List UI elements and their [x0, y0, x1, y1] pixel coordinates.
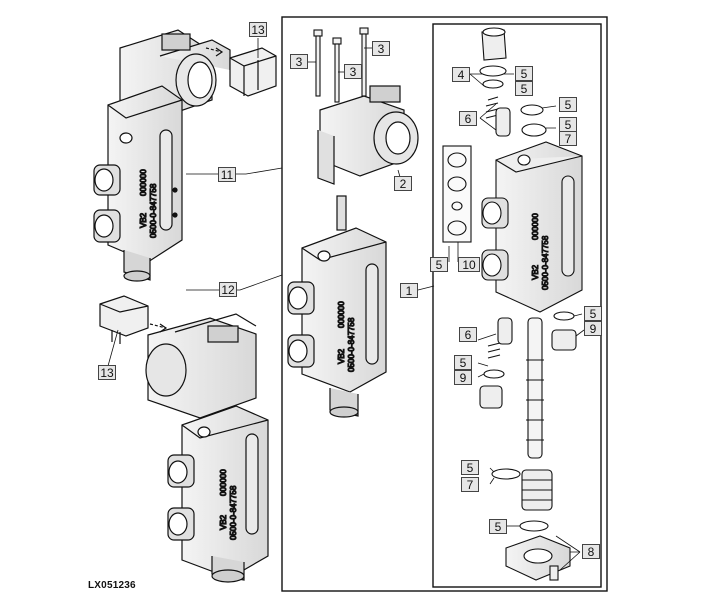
- callout-3-a: 3: [290, 54, 308, 69]
- svg-text:000000: 000000: [531, 213, 540, 240]
- callout-3-b: 3: [344, 64, 362, 79]
- callout-5-i: 5: [489, 519, 507, 534]
- callout-5-h: 5: [461, 460, 479, 475]
- svg-text:0500-0-847758: 0500-0-847758: [149, 183, 158, 238]
- callout-10: 10: [458, 257, 480, 272]
- callout-5-f: 5: [584, 306, 602, 321]
- callout-9-b: 9: [454, 370, 472, 385]
- svg-text:0500-0-847758: 0500-0-847758: [541, 235, 550, 290]
- callout-7-b: 7: [461, 477, 479, 492]
- callout-5-a: 5: [515, 66, 533, 81]
- figure-id: LX051236: [88, 580, 136, 591]
- leader-lines: [107, 38, 585, 571]
- callout-1: 1: [400, 283, 418, 298]
- callout-5-c: 5: [559, 97, 577, 112]
- svg-text:VB2: VB2: [139, 212, 148, 228]
- svg-text:VB2: VB2: [219, 514, 228, 530]
- left-valve-lower-assembly: VB2 000000 0500-0-847758: [145, 313, 269, 583]
- svg-text:0500-0-847758: 0500-0-847758: [229, 485, 238, 540]
- callout-6-b: 6: [459, 327, 477, 342]
- callout-5-b: 5: [515, 81, 533, 96]
- callout-13-bottom: 13: [98, 365, 116, 380]
- svg-text:VB2: VB2: [337, 348, 346, 364]
- callout-3-c: 3: [372, 41, 390, 56]
- connector-13-bottom: [99, 295, 168, 344]
- assembly-frame: [281, 16, 608, 592]
- valve-body-1: VB2 000000 0500-0-847758: [287, 195, 387, 418]
- callout-4: 4: [452, 67, 470, 82]
- callout-8: 8: [582, 544, 600, 559]
- exploded-frame: [432, 23, 602, 588]
- bolts-3: [313, 27, 369, 103]
- callout-13-top: 13: [249, 22, 267, 37]
- callout-5-d: 5: [559, 117, 577, 132]
- callout-5-g: 5: [454, 355, 472, 370]
- callout-7-a: 7: [559, 131, 577, 146]
- svg-text:VB2: VB2: [531, 264, 540, 280]
- connector-13-top: [205, 47, 277, 97]
- svg-text:000000: 000000: [139, 169, 148, 196]
- callout-6-a: 6: [459, 111, 477, 126]
- exploded-components: VB2 000000 0500-0-847758: [442, 27, 583, 581]
- svg-text:000000: 000000: [337, 301, 346, 328]
- svg-text:0500-0-847758: 0500-0-847758: [347, 317, 356, 372]
- callout-12: 12: [219, 282, 237, 297]
- left-valve-solenoid-assembly: VB2 000000 0500-0-847758: [93, 29, 231, 282]
- callout-2: 2: [394, 176, 412, 191]
- solenoid-2: [317, 85, 419, 185]
- svg-text:000000: 000000: [219, 469, 228, 496]
- callout-11: 11: [218, 167, 236, 182]
- callout-9-a: 9: [584, 321, 602, 336]
- callout-5-e: 5: [430, 257, 448, 272]
